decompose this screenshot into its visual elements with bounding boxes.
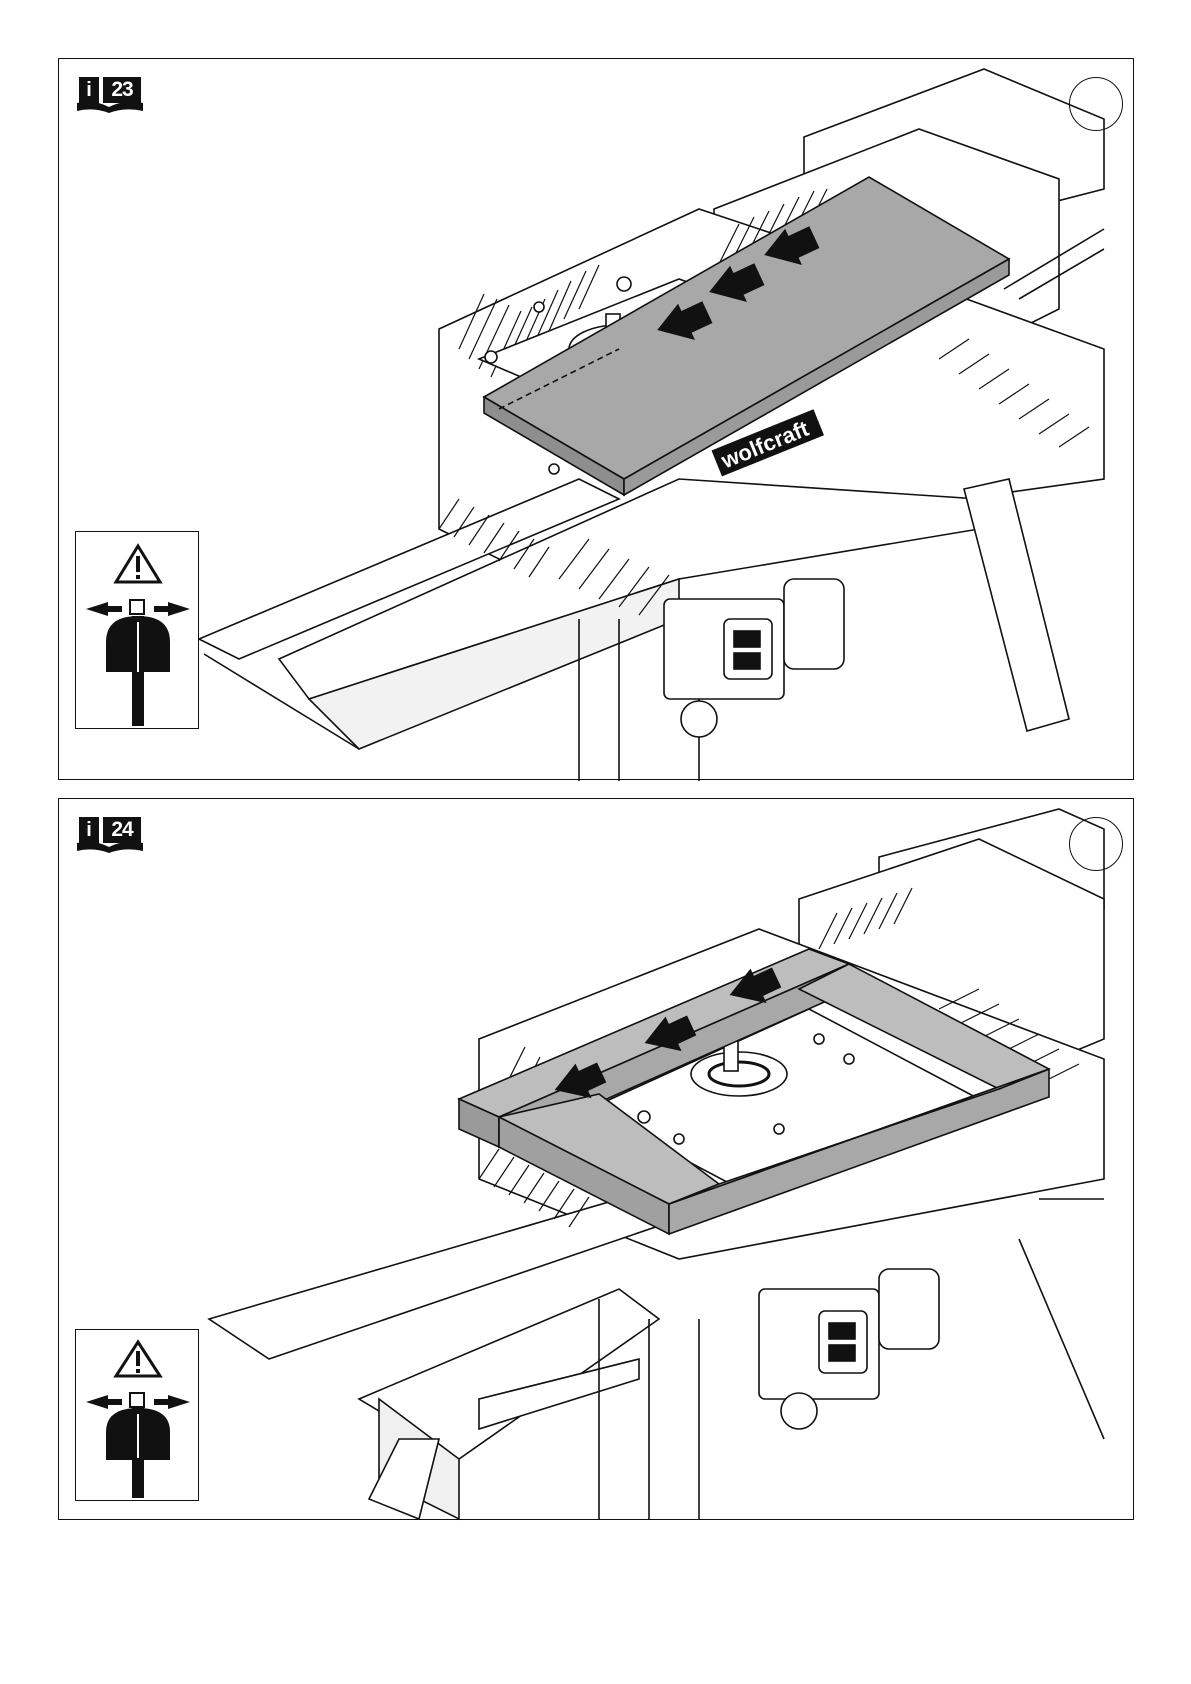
- router-table-illustration-24: [59, 799, 1135, 1521]
- figure-panel-23: wolfcraft i 23: [58, 58, 1134, 780]
- hand-guard-icon: [76, 1330, 200, 1500]
- info-letter: i: [79, 77, 99, 103]
- manual-book-icon: [75, 841, 145, 853]
- safety-warning-box: [75, 1329, 199, 1501]
- step-marker-circle: [1069, 77, 1123, 131]
- info-letter: i: [79, 817, 99, 843]
- figure-number: 24: [103, 817, 141, 843]
- manual-reference-badge: i 24: [75, 815, 145, 853]
- figure-number: 23: [103, 77, 141, 103]
- figure-panel-24: i 24: [58, 798, 1134, 1520]
- manual-reference-badge: i 23: [75, 75, 145, 113]
- safety-warning-box: [75, 531, 199, 729]
- hand-guard-icon: [76, 532, 200, 728]
- warning-triangle-icon: [116, 1342, 160, 1376]
- warning-triangle-icon: [116, 546, 160, 582]
- router-table-illustration-23: wolfcraft: [59, 59, 1135, 781]
- manual-book-icon: [75, 101, 145, 113]
- step-marker-circle: [1069, 817, 1123, 871]
